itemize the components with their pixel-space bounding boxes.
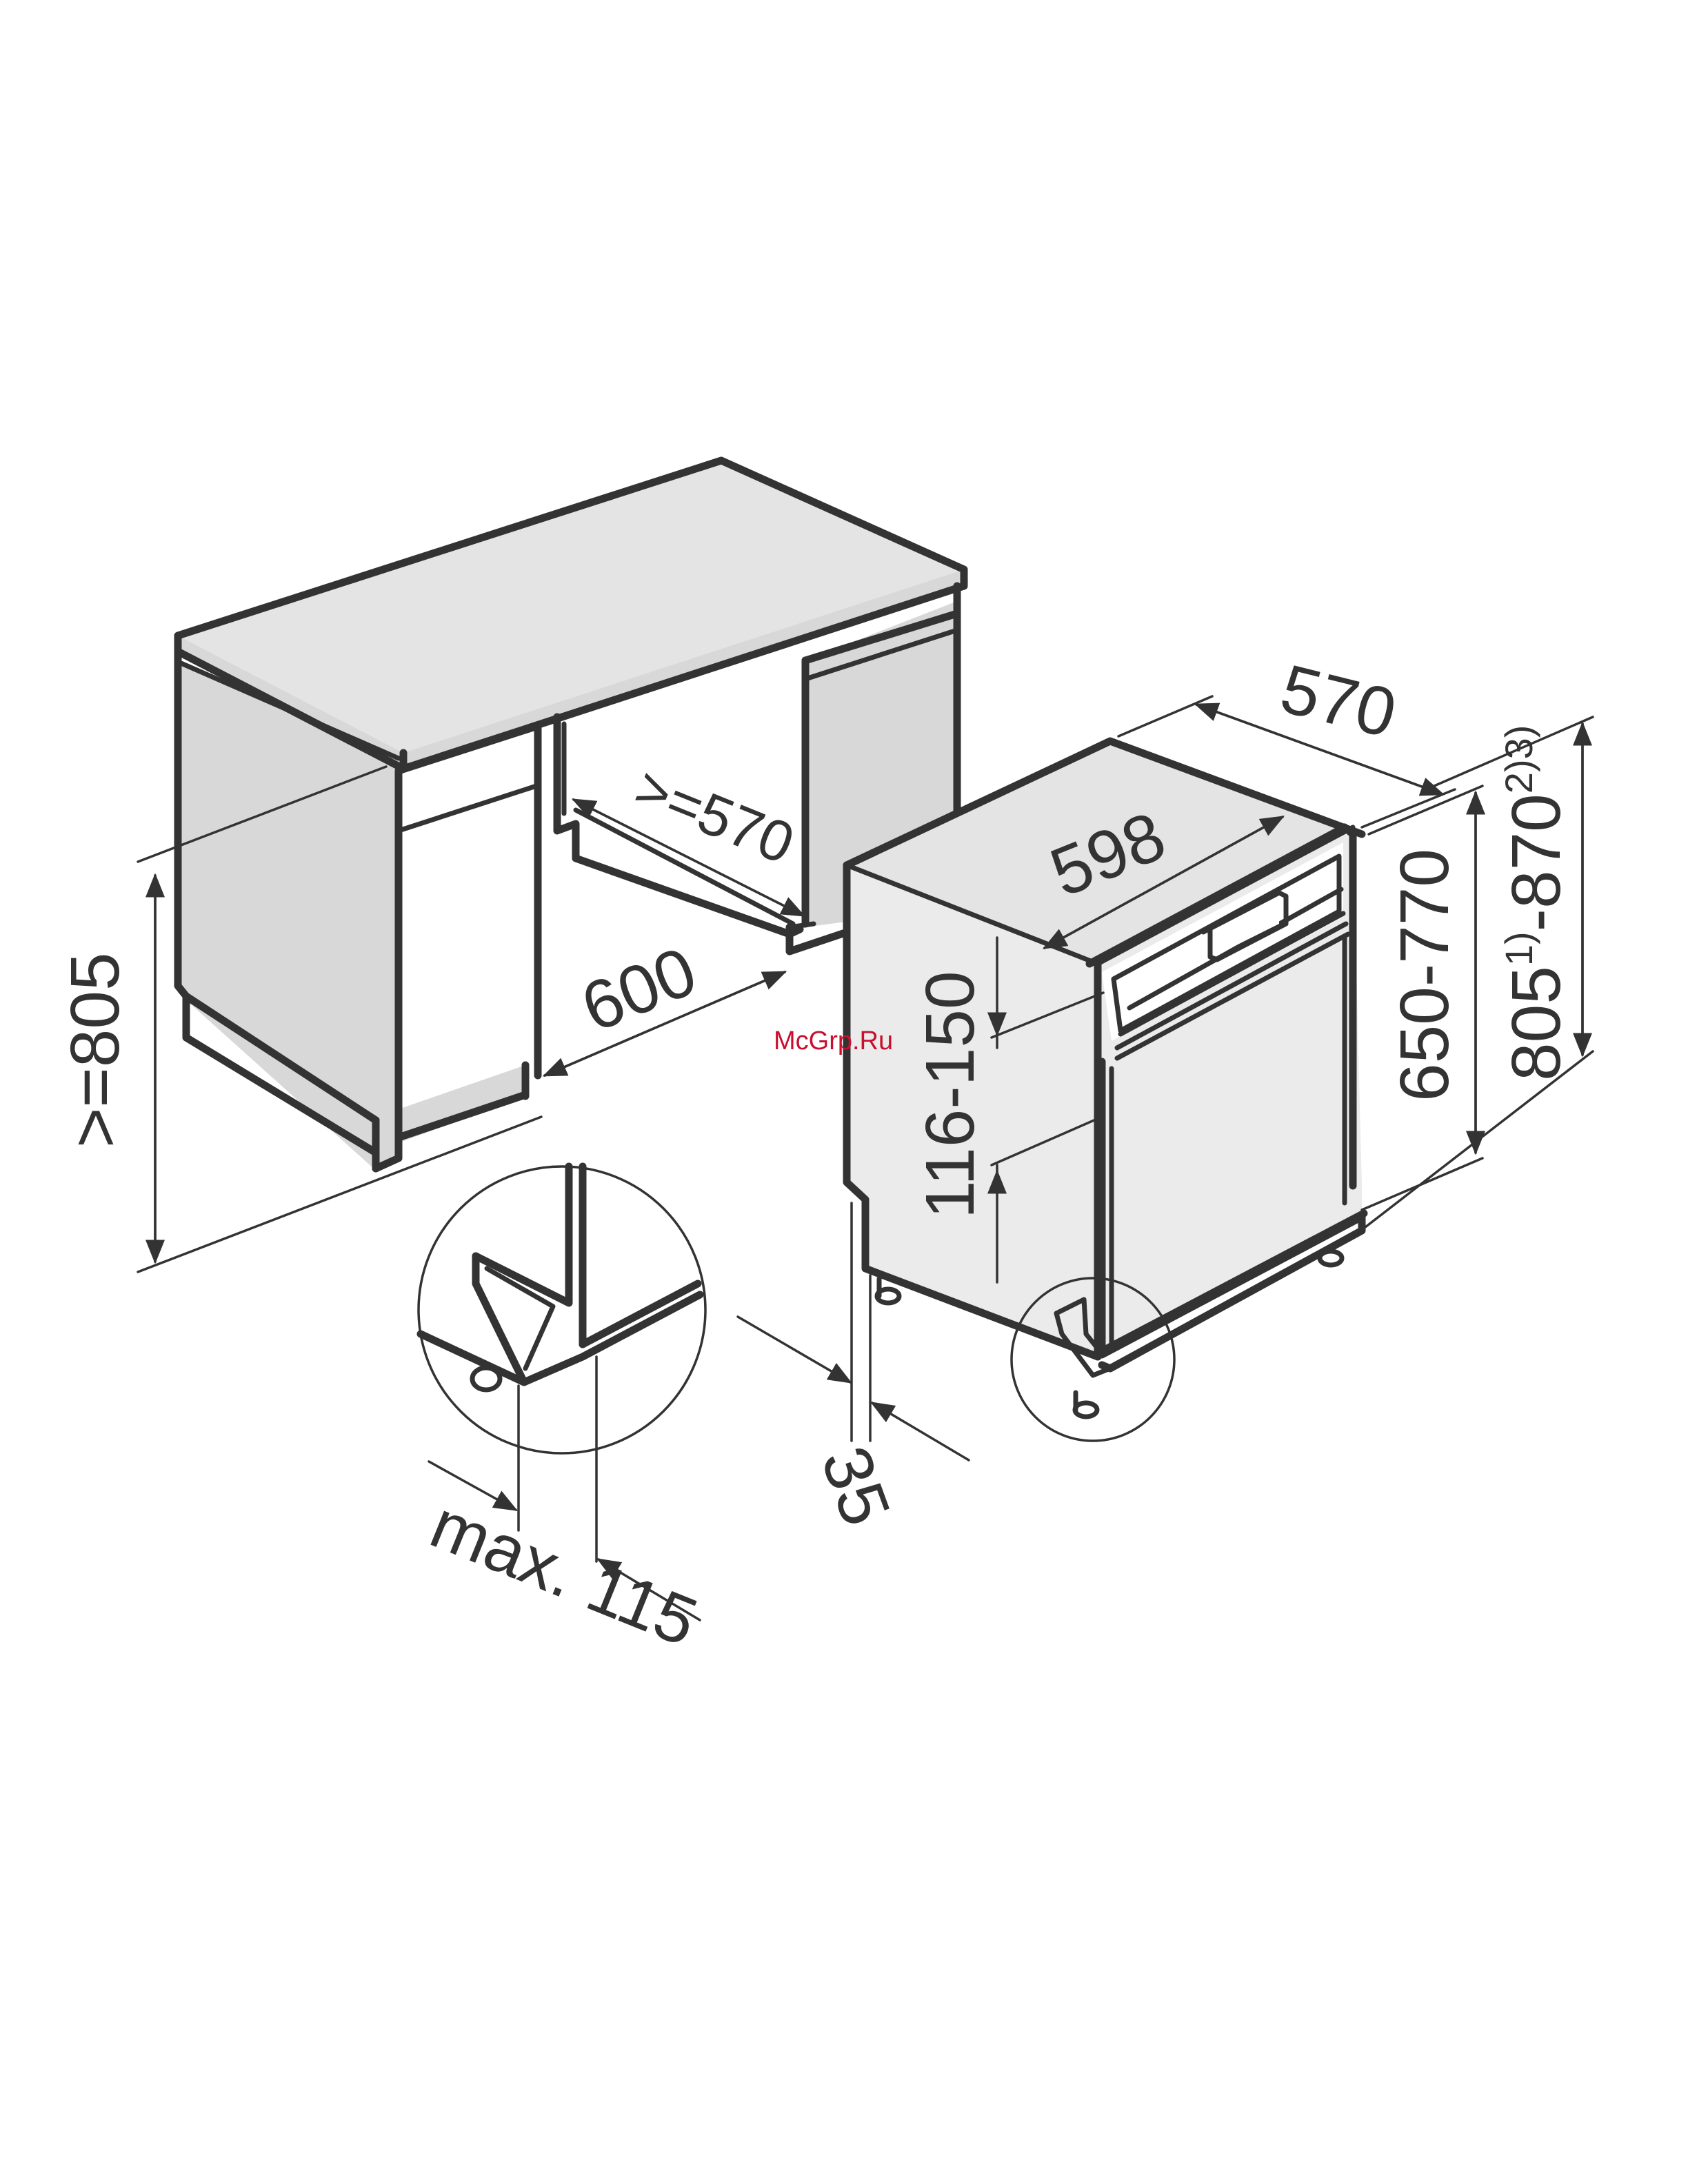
label-plinth-max: max. 115	[421, 1486, 707, 1661]
detail-circle-zoom	[419, 1166, 705, 1453]
label-niche-depth: >=570	[626, 755, 803, 876]
label-total-height: 8051)-8702)3)	[1497, 725, 1575, 1081]
watermark: McGrp.Ru	[774, 1027, 893, 1055]
label-niche-height: >=805	[57, 952, 134, 1148]
label-appliance-depth: 570	[1274, 650, 1404, 753]
label-niche-width: 600	[571, 932, 707, 1046]
label-body-height: 650-770	[1386, 849, 1463, 1102]
label-panel-height: 116-150	[912, 971, 989, 1219]
label-plinth-depth: 35	[806, 1437, 905, 1535]
